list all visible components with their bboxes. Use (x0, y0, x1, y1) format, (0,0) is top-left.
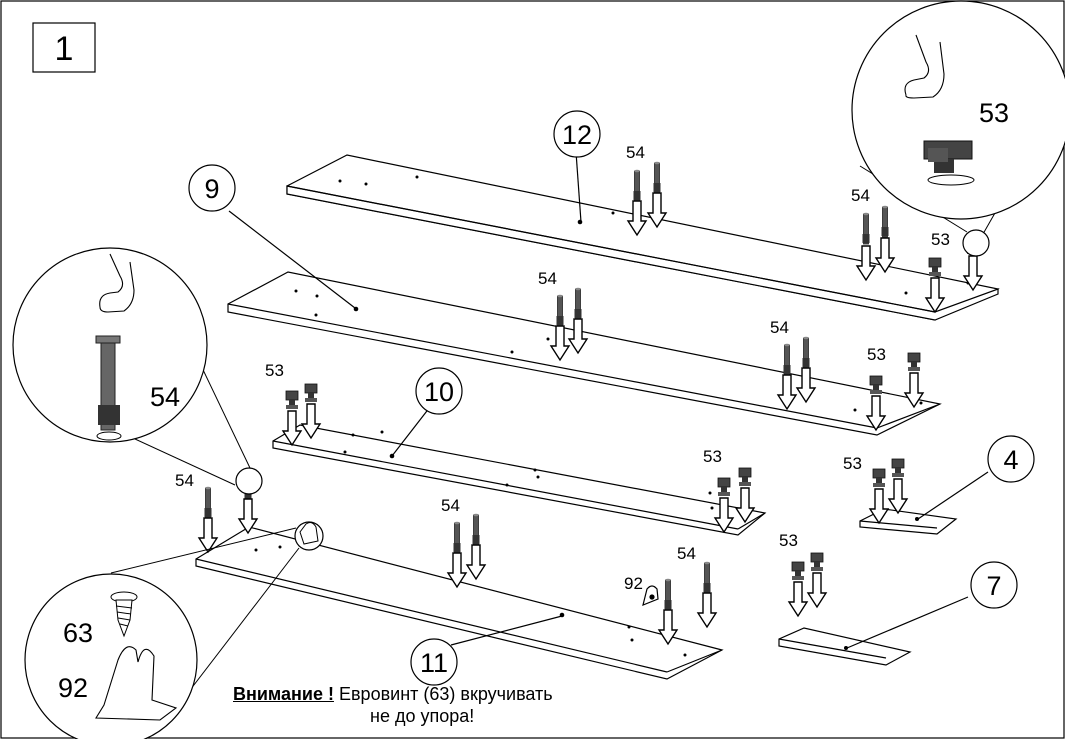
assembly-warning-note: Внимание ! Евровинт (63) вкручивать не д… (233, 683, 693, 727)
detail-cam-lock (851, 0, 1065, 257)
panel-10 (272, 424, 767, 536)
part-label-4: 4 (1003, 445, 1018, 475)
warning-label: Внимание ! (233, 684, 334, 704)
bracket-icon (95, 646, 178, 721)
part-label-11: 11 (420, 648, 448, 678)
cam-icon-large (923, 140, 975, 186)
detail-cam-label: 53 (979, 98, 1009, 128)
part-label-9: 9 (204, 174, 219, 204)
part-label-10: 10 (424, 377, 454, 407)
panel-11-holes (254, 545, 687, 657)
finger-icon (904, 34, 945, 99)
detail-screw-label: 63 (63, 618, 93, 648)
bracket-92-small (642, 585, 659, 606)
fastener-label: 54 (175, 471, 194, 490)
panel-9-holes (294, 289, 923, 412)
fastener-label: 54 (677, 544, 696, 563)
fastener-label: 54 (626, 143, 645, 162)
detail-screw-bracket (24, 521, 324, 739)
fastener-label: 53 (265, 361, 284, 380)
panel-7 (778, 627, 912, 666)
part-label-7: 7 (986, 571, 1001, 601)
fastener-label: 53 (867, 345, 886, 364)
fastener-label: 54 (538, 269, 557, 288)
fastener-label: 53 (779, 531, 798, 550)
fastener-label: 54 (441, 496, 460, 515)
fastener-label: 54 (851, 186, 870, 205)
step-number: 1 (55, 30, 74, 68)
finger-icon (99, 253, 135, 313)
fastener-label: 53 (703, 447, 722, 466)
warning-text-line1: Евровинт (63) вкручивать (338, 684, 553, 704)
warning-text-line2: не до упора! (370, 706, 475, 726)
screw-icon (110, 591, 138, 638)
fastener-label: 54 (770, 318, 789, 337)
fastener-label: 53 (931, 230, 950, 249)
step-box (32, 22, 96, 73)
detail-bracket-label: 92 (58, 673, 88, 703)
fastener-label: 92 (624, 574, 643, 593)
detail-dowel (12, 247, 263, 495)
part-label-12: 12 (562, 120, 592, 150)
dowel-icon-large (95, 335, 122, 441)
part-callouts (188, 110, 1035, 686)
detail-dowel-label: 54 (150, 382, 180, 412)
panel-11 (195, 526, 724, 680)
panel-9 (227, 271, 942, 436)
fastener-label: 53 (843, 454, 862, 473)
